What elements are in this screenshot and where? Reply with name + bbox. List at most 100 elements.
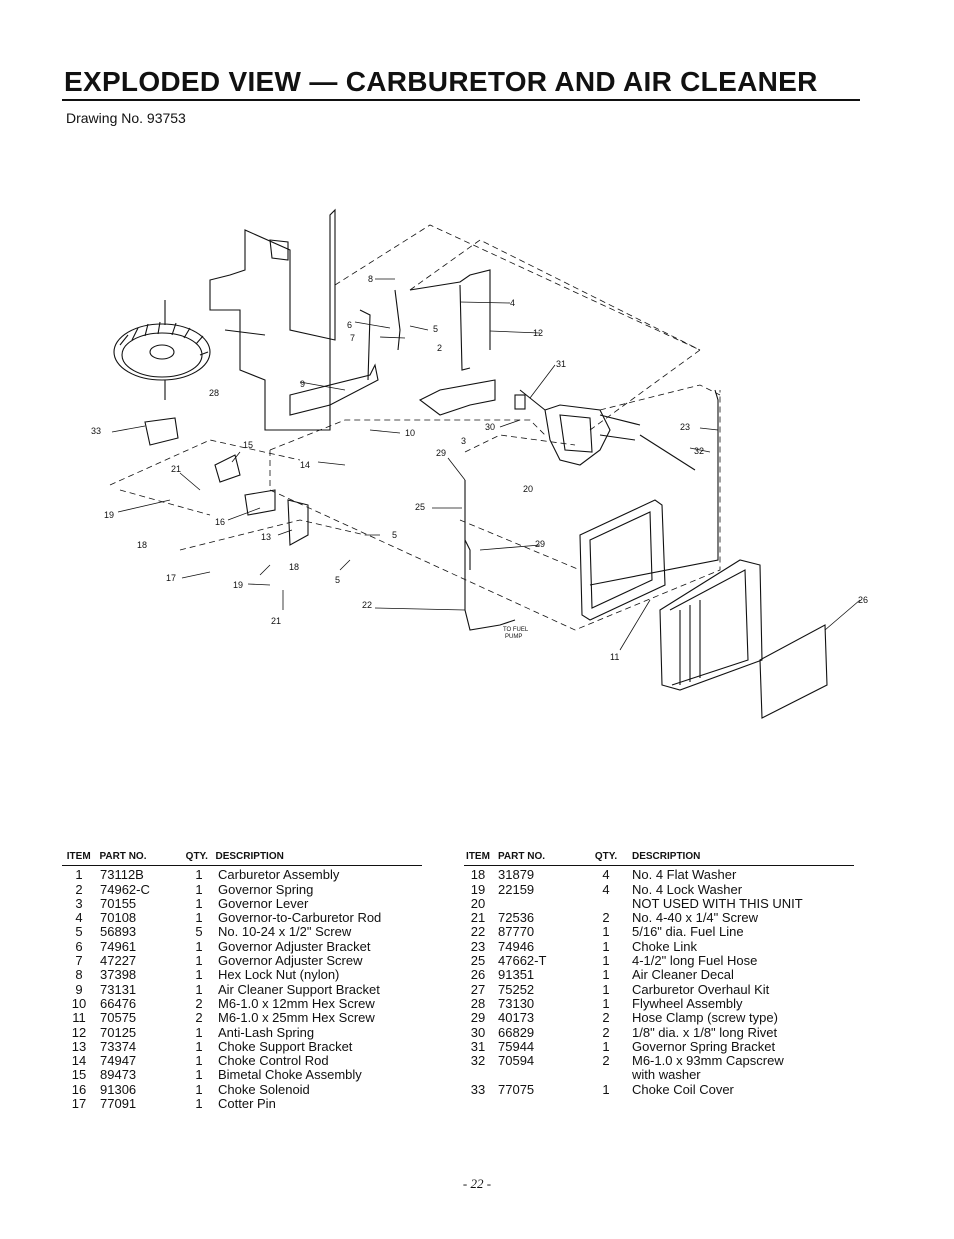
item-cell: 28 [470, 995, 486, 1011]
qty-cell: 1 [195, 1038, 203, 1054]
item-cell: 31 [470, 1038, 486, 1054]
callout-12: 12 [533, 328, 543, 338]
callout-8: 8 [368, 274, 373, 284]
description-cell: Air Cleaner Decal [632, 967, 734, 983]
qty-cell [584, 1068, 628, 1082]
item-cell: 22 [470, 924, 486, 940]
description-cell: 5/16" dia. Fuel Line [632, 924, 744, 940]
qty-cell: 1 [195, 910, 203, 926]
part-no-cell: 47662-T [498, 953, 547, 969]
description-cell: Hose Clamp (screw type) [632, 1010, 778, 1026]
table-header: ITEM PART NO. QTY. DESCRIPTION [464, 850, 854, 867]
description-cell: Choke Solenoid [218, 1081, 310, 1097]
callout-32: 32 [694, 446, 704, 456]
item-cell: 8 [75, 967, 83, 983]
part-no-cell: 70575 [100, 1010, 137, 1026]
qty-cell: 1 [195, 981, 203, 997]
qty-cell: 1 [195, 938, 203, 954]
part-no-cell: 74946 [498, 938, 535, 954]
qty-cell: 1 [195, 881, 203, 897]
description-cell: M6-1.0 x 12mm Hex Screw [218, 995, 375, 1011]
qty-cell: 2 [195, 1010, 203, 1026]
item-cell: 25 [470, 953, 486, 969]
description-cell: 4-1/2" long Fuel Hose [632, 953, 758, 969]
qty-cell: 1 [195, 1053, 203, 1069]
description-cell: Governor Spring [218, 881, 314, 897]
callout-22: 22 [362, 600, 372, 610]
callout-15: 15 [243, 440, 253, 450]
item-cell: 10 [71, 995, 87, 1011]
item-cell: 13 [71, 1038, 87, 1054]
qty-cell: 2 [602, 1024, 610, 1040]
callout-7: 7 [350, 333, 355, 343]
description-cell: Governor Lever [218, 895, 309, 911]
part-no-cell: 37398 [100, 967, 137, 983]
callout-19: 19 [104, 510, 114, 520]
qty-cell: 1 [195, 895, 203, 911]
drawing-number: Drawing No. 93753 [66, 110, 186, 126]
part-no-cell: 75252 [498, 981, 535, 997]
item-cell: 20 [470, 895, 486, 911]
qty-cell: 1 [195, 867, 203, 883]
item-cell: 15 [71, 1067, 87, 1083]
description-cell: Governor-to-Carburetor Rod [218, 910, 382, 926]
callout-17: 17 [166, 573, 176, 583]
part-no-cell: 70108 [100, 910, 137, 926]
item-cell: 21 [470, 910, 486, 926]
item-cell: 6 [75, 938, 83, 954]
qty-cell: 2 [602, 1010, 610, 1026]
description-cell: Governor Spring Bracket [632, 1038, 776, 1054]
part-no-cell: 56893 [100, 924, 137, 940]
description-cell: Flywheel Assembly [632, 995, 743, 1011]
part-no-cell: 91306 [100, 1081, 137, 1097]
qty-cell: 1 [195, 953, 203, 969]
description-cell: Choke Link [632, 938, 698, 954]
table-row: 22 87770 1 5/16" dia. Fuel Line [464, 924, 854, 940]
description-cell: Governor Adjuster Screw [218, 953, 363, 969]
table-header: ITEM PART NO. QTY. DESCRIPTION [62, 850, 422, 867]
description-cell: No. 10-24 x 1/2" Screw [218, 924, 352, 940]
item-cell: 17 [71, 1096, 87, 1112]
callout-23: 23 [680, 422, 690, 432]
item-cell: 26 [470, 967, 486, 983]
qty-cell: 1 [602, 981, 610, 997]
qty-cell: 1 [602, 924, 610, 940]
item-cell: 30 [470, 1024, 486, 1040]
part-no-cell: 22159 [498, 881, 535, 897]
part-no-cell: 73374 [100, 1038, 137, 1054]
part-no-cell: 77091 [100, 1096, 137, 1112]
description-cell: Bimetal Choke Assembly [218, 1067, 362, 1083]
item-cell: 18 [470, 867, 486, 883]
carburetor-drawing [514, 389, 641, 466]
page-number: - 22 - [462, 1176, 492, 1191]
description-cell: Choke Control Rod [218, 1053, 329, 1069]
to-fuel-pump-label-2: PUMP [505, 634, 522, 640]
part-no-cell: 89473 [100, 1067, 137, 1083]
callout-11: 11 [610, 652, 619, 662]
callout-21: 21 [171, 464, 181, 474]
qty-cell: 1 [602, 938, 610, 954]
item-cell: 11 [72, 1010, 86, 1026]
item-cell: 29 [470, 1010, 486, 1026]
description-cell: Anti-Lash Spring [218, 1024, 315, 1040]
part-no-cell: 87770 [498, 924, 535, 940]
part-no-cell: 66476 [100, 995, 137, 1011]
item-cell: 27 [470, 981, 486, 997]
